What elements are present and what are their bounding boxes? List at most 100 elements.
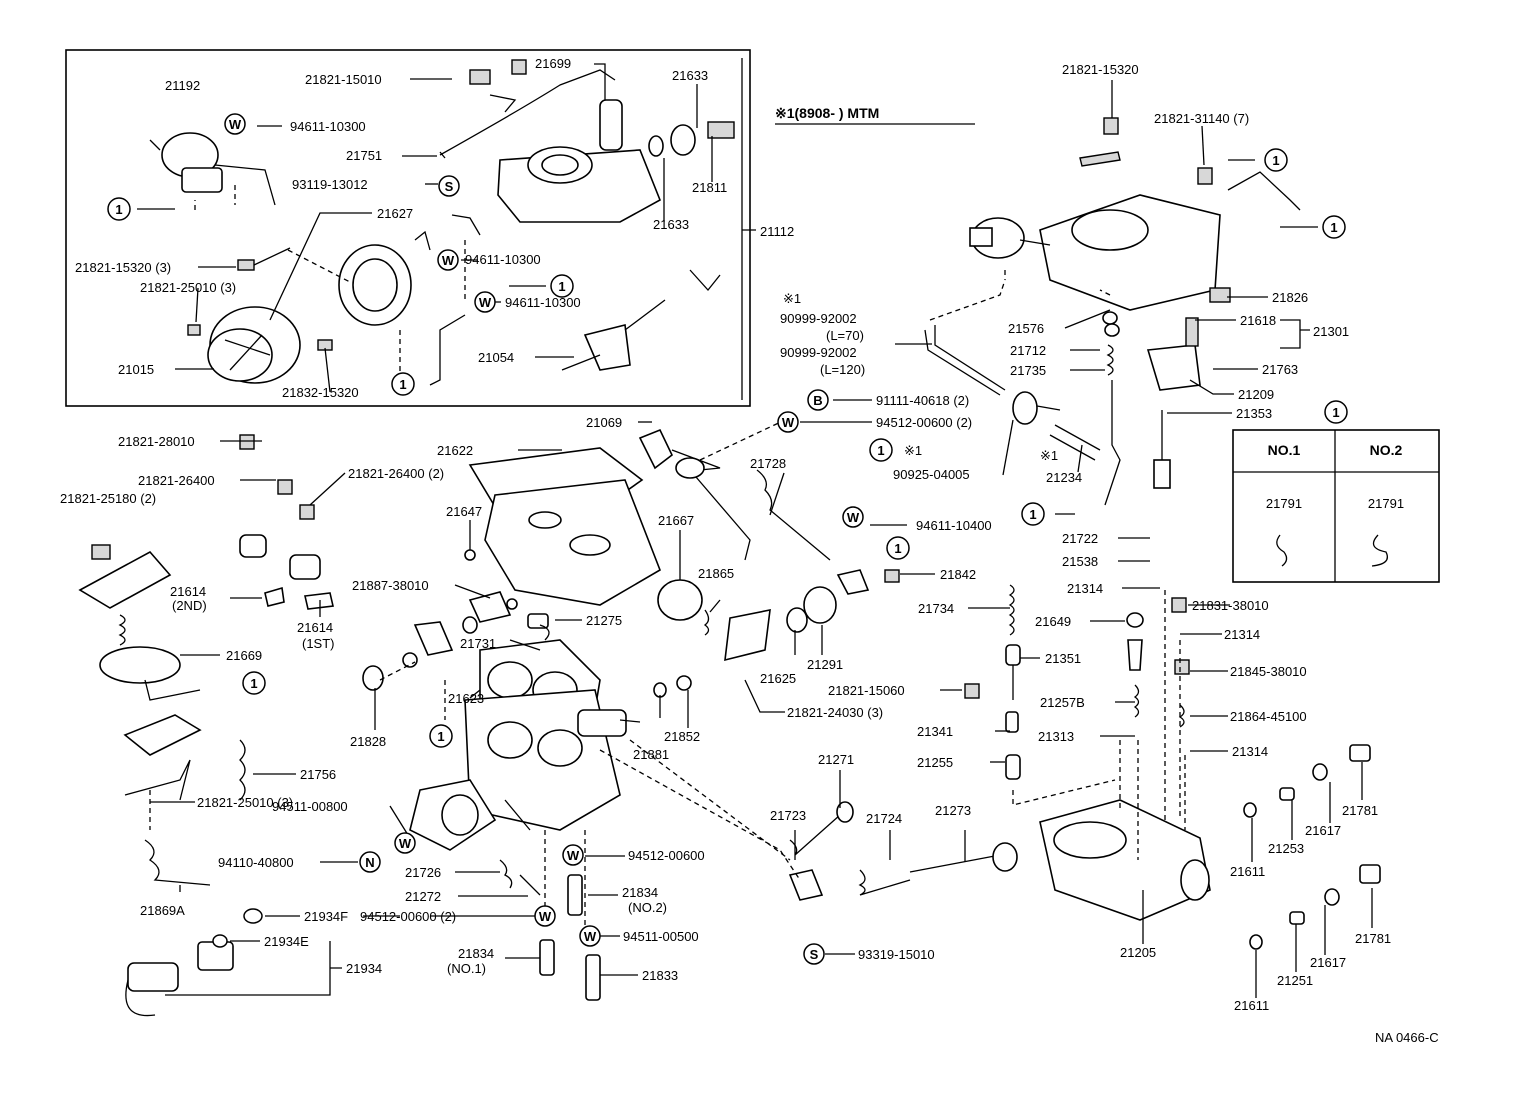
o-ring-21934e — [212, 934, 228, 948]
part-label: 21831-38010 — [1192, 598, 1269, 613]
screw-marker — [438, 175, 460, 197]
part-label: 21623 — [448, 691, 484, 706]
part-label: 21054 — [478, 350, 514, 365]
inset-frame — [65, 49, 751, 407]
part-label: 21834 — [622, 885, 658, 900]
o-ring-21934f — [243, 908, 263, 924]
part-label: 21763 — [1262, 362, 1298, 377]
svg-text:1: 1 — [399, 377, 406, 392]
part-label: 21699 — [535, 56, 571, 71]
part-label: 94512-00600 (2) — [876, 415, 972, 430]
jet-column — [1005, 584, 1381, 950]
part-label: 21852 — [664, 729, 700, 744]
svg-text:W: W — [847, 510, 860, 525]
part-label: 21314 — [1232, 744, 1268, 759]
svg-text:1: 1 — [1272, 153, 1279, 168]
part-label: 94110-40800 — [218, 855, 294, 870]
part-label: 21811 — [692, 180, 727, 195]
ref-1-marker — [886, 536, 910, 560]
part-label: 21821-26400 (2) — [348, 466, 444, 481]
part-label: 21781 — [1355, 931, 1391, 946]
washer-marker — [437, 249, 459, 271]
part-label: 93319-15010 — [858, 947, 935, 962]
washer-marker — [777, 411, 799, 433]
ref-1-marker — [1264, 148, 1288, 172]
pump-rod-assembly — [1104, 323, 1121, 506]
part-label: 21273 — [935, 803, 971, 818]
part-label: 21821-28010 — [118, 434, 195, 449]
part-label: 21821-25180 (2) — [60, 491, 156, 506]
part-label: 94611-10300 — [505, 295, 581, 310]
part-label: 21845-38010 — [1230, 664, 1307, 679]
top-cover-assembly — [969, 117, 1301, 391]
symbol-markers: 1 W S W 1 W 1 1 1 1 B W 1 W 1 1 1 1 W N … — [107, 113, 1348, 965]
legend-col2-header: NO.2 — [1370, 442, 1403, 458]
legend-col1-value: 21791 — [1266, 496, 1302, 511]
part-label: 21735 — [1010, 363, 1046, 378]
part-label: 21353 — [1236, 406, 1272, 421]
note-mark: ※1 — [1040, 448, 1058, 463]
part-label: 90999-92002 — [780, 311, 857, 326]
part-label: 21313 — [1038, 729, 1074, 744]
inset-leaders — [137, 63, 713, 393]
part-label: 21314 — [1224, 627, 1260, 642]
part-label: 21633 — [653, 217, 689, 232]
washer-marker — [579, 925, 601, 947]
part-label: 21887-38010 — [352, 578, 429, 593]
part-label: (L=70) — [826, 328, 864, 343]
part-label: 21192 — [165, 78, 200, 93]
lower-carb-body — [409, 639, 641, 851]
part-label: 21015 — [118, 362, 154, 377]
part-label: 21734 — [918, 601, 954, 616]
part-label: 21617 — [1305, 823, 1341, 838]
part-label: 21205 — [1120, 945, 1156, 960]
part-label: 21253 — [1268, 841, 1304, 856]
part-label: 21821-15320 (3) — [75, 260, 171, 275]
part-label: 21934 — [346, 961, 382, 976]
part-label: (1ST) — [302, 636, 335, 651]
part-label: 21821-15320 — [1062, 62, 1139, 77]
svg-text:1: 1 — [250, 676, 257, 691]
bracket-21112 — [741, 58, 756, 400]
note-text: ※1(8908- ) MTM — [775, 105, 879, 121]
ref-1-marker — [869, 438, 893, 462]
part-label: 21821-24030 (3) — [787, 705, 883, 720]
part-label: 21781 — [1342, 803, 1378, 818]
svg-text:N: N — [365, 855, 374, 870]
screw-marker — [803, 943, 825, 965]
part-label: 91111-40618 (2) — [876, 393, 969, 408]
part-label: (L=120) — [820, 362, 865, 377]
nut-marker — [359, 851, 381, 873]
bolt-marker — [807, 389, 829, 411]
legend-col1-header: NO.1 — [1268, 442, 1301, 458]
diagram-code: NA 0466-C — [1375, 1030, 1439, 1045]
left-side-parts — [78, 434, 334, 1017]
part-labels: 21192 21821-15010 21699 21633 94611-1030… — [60, 56, 1439, 1045]
part-label: 21881 — [633, 747, 669, 762]
part-label: 21756 — [300, 767, 336, 782]
svg-text:1: 1 — [877, 443, 884, 458]
note-mark: ※1 — [783, 291, 801, 306]
inset-parts — [149, 59, 735, 386]
svg-text:1: 1 — [437, 729, 444, 744]
svg-text:1: 1 — [1330, 220, 1337, 235]
part-label: 21865 — [698, 566, 734, 581]
part-label: 21351 — [1045, 651, 1081, 666]
svg-text:1: 1 — [894, 541, 901, 556]
part-label: 21724 — [866, 811, 902, 826]
ref-1-marker — [1322, 215, 1346, 239]
part-label: 21826 — [1272, 290, 1308, 305]
part-label: 21314 — [1067, 581, 1103, 596]
part-label: 21271 — [818, 752, 854, 767]
part-label: 21275 — [586, 613, 622, 628]
ref-1-marker — [391, 372, 415, 396]
ref-1-marker — [107, 197, 131, 221]
part-label: 21069 — [586, 415, 622, 430]
part-label: 21751 — [346, 148, 382, 163]
part-label: 21272 — [405, 889, 441, 904]
svg-text:1: 1 — [1029, 507, 1036, 522]
part-label: 21251 — [1277, 973, 1313, 988]
svg-text:B: B — [813, 393, 822, 408]
hose-90999 — [934, 325, 1006, 391]
washer-marker — [534, 905, 556, 927]
